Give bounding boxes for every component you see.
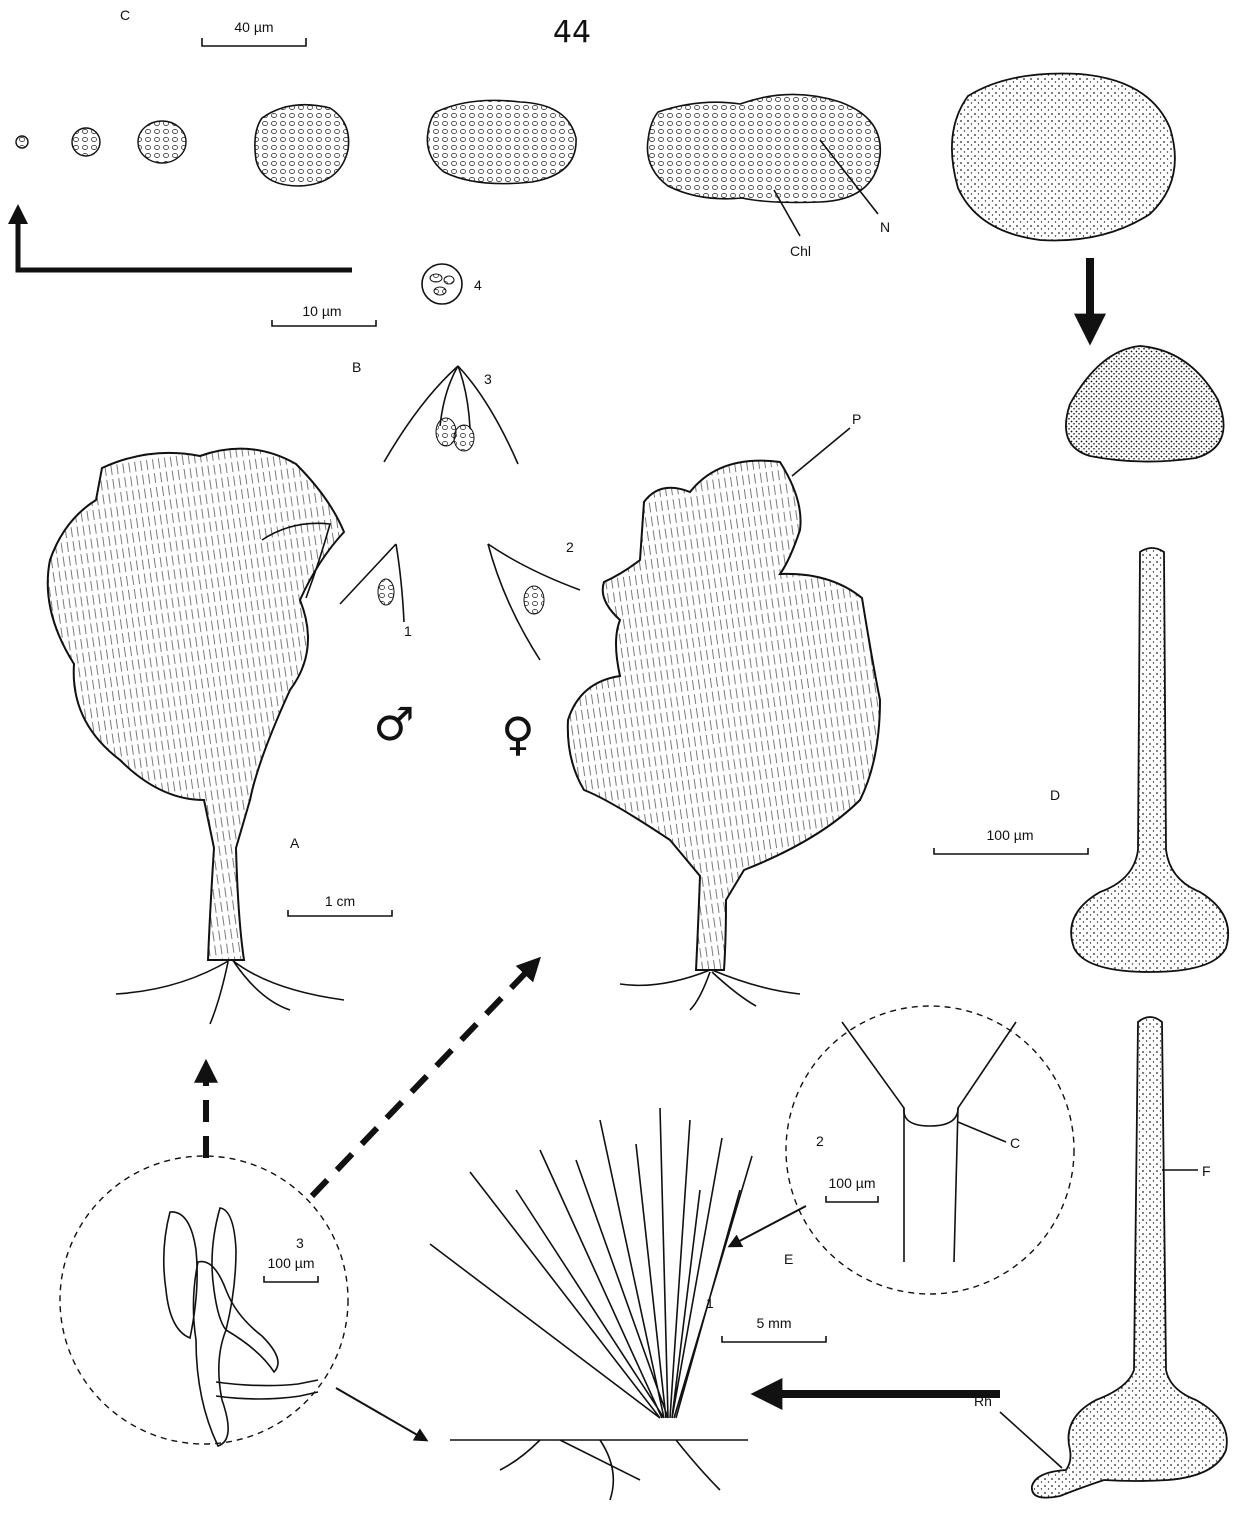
scale-bar-1cm: 1 cm (288, 893, 392, 916)
male-gamete-1 (340, 544, 404, 622)
scale-label-100um-D: 100 µm (987, 827, 1034, 843)
arrow-E3-to-E1 (336, 1388, 426, 1440)
inset-E2 (786, 1006, 1074, 1294)
blade-plant-left (48, 449, 344, 1024)
zygote-4 (422, 264, 462, 304)
label-2: 2 (566, 539, 574, 555)
plant-stage-8 (1066, 346, 1224, 462)
plant-stage-3 (138, 121, 186, 163)
arrow-E3-to-A-right (312, 962, 536, 1196)
label-F: F (1202, 1163, 1211, 1179)
plant-stage-4 (255, 105, 349, 186)
label-C: C (120, 7, 130, 23)
scale-label-100um-E2: 100 µm (829, 1175, 876, 1191)
label-E: E (784, 1251, 793, 1267)
label-E3: 3 (296, 1235, 304, 1251)
scale-label-1cm: 1 cm (325, 893, 355, 909)
scale-label-40um: 40 µm (234, 19, 273, 35)
scale-bar-100um-E2: 100 µm (826, 1175, 878, 1202)
pointer-Rh (1000, 1412, 1062, 1468)
male-symbol: ♂ (373, 697, 414, 751)
scale-label-10um: 10 µm (302, 303, 341, 319)
label-D: D (1050, 787, 1060, 803)
scale-bar-100um-E3: 100 µm (264, 1255, 318, 1282)
plant-stage-6 (647, 94, 880, 236)
label-B: B (352, 359, 361, 375)
label-P: P (852, 411, 861, 427)
scale-bar-100um-D: 100 µm (934, 827, 1088, 854)
scale-bar-10um: 10 µm (272, 303, 376, 326)
label-A: A (290, 835, 300, 851)
female-symbol: ♀ (501, 707, 535, 761)
plant-stage-7 (952, 73, 1175, 240)
filamentous-plant-E1 (430, 1108, 752, 1500)
fusing-gametes-3 (384, 366, 518, 464)
label-Chl: Chl (790, 243, 811, 259)
label-E2: 2 (816, 1133, 824, 1149)
arrow-E2-to-E1 (730, 1206, 806, 1246)
female-gamete-2 (488, 544, 580, 660)
label-1: 1 (404, 623, 412, 639)
plant-stage-2 (72, 128, 100, 156)
scale-bar-40um: 40 µm (202, 19, 306, 46)
label-C-small: C (1010, 1135, 1020, 1151)
plant-stage-5 (427, 100, 576, 183)
label-3: 3 (484, 371, 492, 387)
label-4: 4 (474, 277, 482, 293)
scale-label-100um-E3: 100 µm (268, 1255, 315, 1271)
scale-bar-5mm: 5 mm (722, 1315, 826, 1342)
plant-stage-1 (16, 136, 28, 148)
page-number: 44 (553, 15, 591, 50)
pointer-P (792, 428, 850, 476)
arrow-return-to-start (18, 210, 352, 270)
label-N: N (880, 219, 890, 235)
inset-E3 (60, 1156, 348, 1446)
germling-D (1071, 548, 1228, 972)
blade-plant-right (568, 461, 880, 1010)
scale-label-5mm: 5 mm (757, 1315, 792, 1331)
